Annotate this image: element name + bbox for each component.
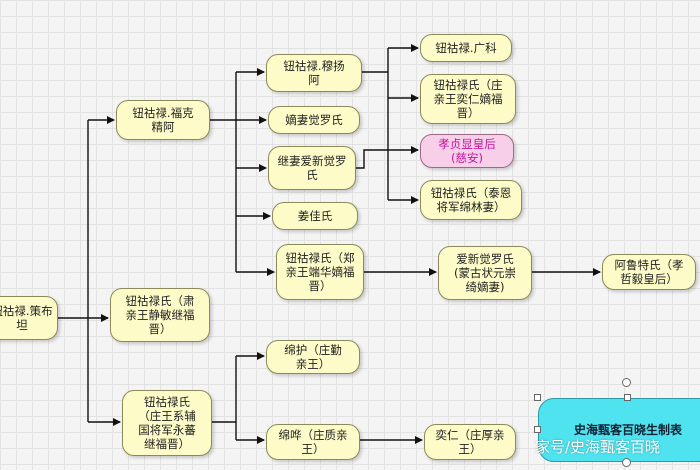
node-jiqi-label: 继妻爱新觉罗 氏 [277, 154, 347, 182]
node-zhuangwangxi-label: 钮祜禄氏 （庄王系辅 国将军永蕃 继福晋） [138, 395, 196, 451]
node-alute-label: 阿鲁特氏（孝 哲毅皇后） [614, 258, 684, 286]
node-zhuangwangxi[interactable]: 钮祜禄氏 （庄王系辅 国将军永蕃 继福晋） [122, 390, 212, 456]
node-aixinjueluo[interactable]: 爱新觉罗氏 (蒙古状元崇 绮嫡妻) [438, 246, 532, 300]
node-zhengqinwang-label: 钮祜禄氏（郑 亲王端华嫡福 晋） [285, 251, 355, 293]
node-jiangjia-label: 姜佳氏 [297, 209, 333, 223]
edge-jiqi-cixi [356, 146, 419, 169]
node-alute[interactable]: 阿鲁特氏（孝 哲毅皇后） [602, 254, 696, 290]
selection-handle-top-left[interactable] [534, 394, 541, 401]
node-muyanga-label: 钮祜禄.穆扬 阿 [283, 59, 345, 87]
node-cixi[interactable]: 孝贞显皇后 (慈安) [420, 134, 514, 168]
node-sujingjifujin-label: 钮祜禄氏（肃 亲王静敏继福 晋） [125, 294, 195, 336]
node-guangke-label: 钮祜禄.广科 [435, 41, 497, 55]
node-muyanga[interactable]: 钮祜禄.穆扬 阿 [266, 54, 362, 92]
node-yiren-label: 奕仁（庄厚亲 王） [435, 428, 505, 456]
selection-handle-left[interactable] [534, 426, 541, 433]
node-mianhu-label: 绵护（庄勤 亲王） [284, 343, 342, 371]
node-jiangjia[interactable]: 姜佳氏 [272, 202, 358, 230]
node-mianhua[interactable]: 绵哗（庄质亲 王） [266, 424, 360, 460]
node-mianhu[interactable]: 绵护（庄勤 亲王） [266, 340, 360, 374]
node-zhuangqinwang-label: 钮祜禄氏（庄 亲王奕仁嫡福 晋） [433, 78, 503, 120]
node-zhuangqinwang[interactable]: 钮祜禄氏（庄 亲王奕仁嫡福 晋） [420, 74, 516, 124]
node-diqi-label: 嫡妻觉罗氏 [285, 113, 343, 127]
node-taien-label: 钮祜禄氏（泰恩 将军绵林妻） [430, 186, 512, 214]
node-sujingjifujin[interactable]: 钮祜禄氏（肃 亲王静敏继福 晋） [110, 288, 210, 342]
node-fukejingga[interactable]: 钮祜禄.福克 精阿 [116, 100, 210, 140]
node-cixi-label: 孝贞显皇后 (慈安) [438, 137, 496, 165]
node-yiren[interactable]: 奕仁（庄厚亲 王） [424, 424, 516, 460]
resize-handle-bottom[interactable] [622, 458, 631, 467]
node-taien[interactable]: 钮祜禄氏（泰恩 将军绵林妻） [420, 180, 522, 220]
node-aixinjueluo-label: 爱新觉罗氏 (蒙古状元崇 绮嫡妻) [454, 252, 516, 294]
node-diqi[interactable]: 嫡妻觉罗氏 [268, 106, 360, 134]
node-root-label: 钮祜禄.策布 坦 [0, 304, 53, 332]
rotate-handle[interactable] [622, 378, 631, 387]
node-mianhua-label: 绵哗（庄质亲 王） [278, 428, 348, 456]
node-jiqi[interactable]: 继妻爱新觉罗 氏 [268, 146, 356, 190]
node-guangke[interactable]: 钮祜禄.广科 [420, 34, 512, 62]
title-box-label: 史海甄客百晓生制表 [573, 423, 682, 437]
selection-handle-top[interactable] [624, 394, 631, 401]
node-root[interactable]: 钮祜禄.策布 坦 [0, 296, 58, 340]
node-zhengqinwang[interactable]: 钮祜禄氏（郑 亲王端华嫡福 晋） [276, 244, 364, 300]
title-box[interactable]: 史海甄客百晓生制表 [538, 398, 700, 462]
watermark-text: 家号/史海甄客百晓 [535, 438, 661, 456]
node-fukejingga-label: 钮祜禄.福克 精阿 [132, 106, 194, 134]
